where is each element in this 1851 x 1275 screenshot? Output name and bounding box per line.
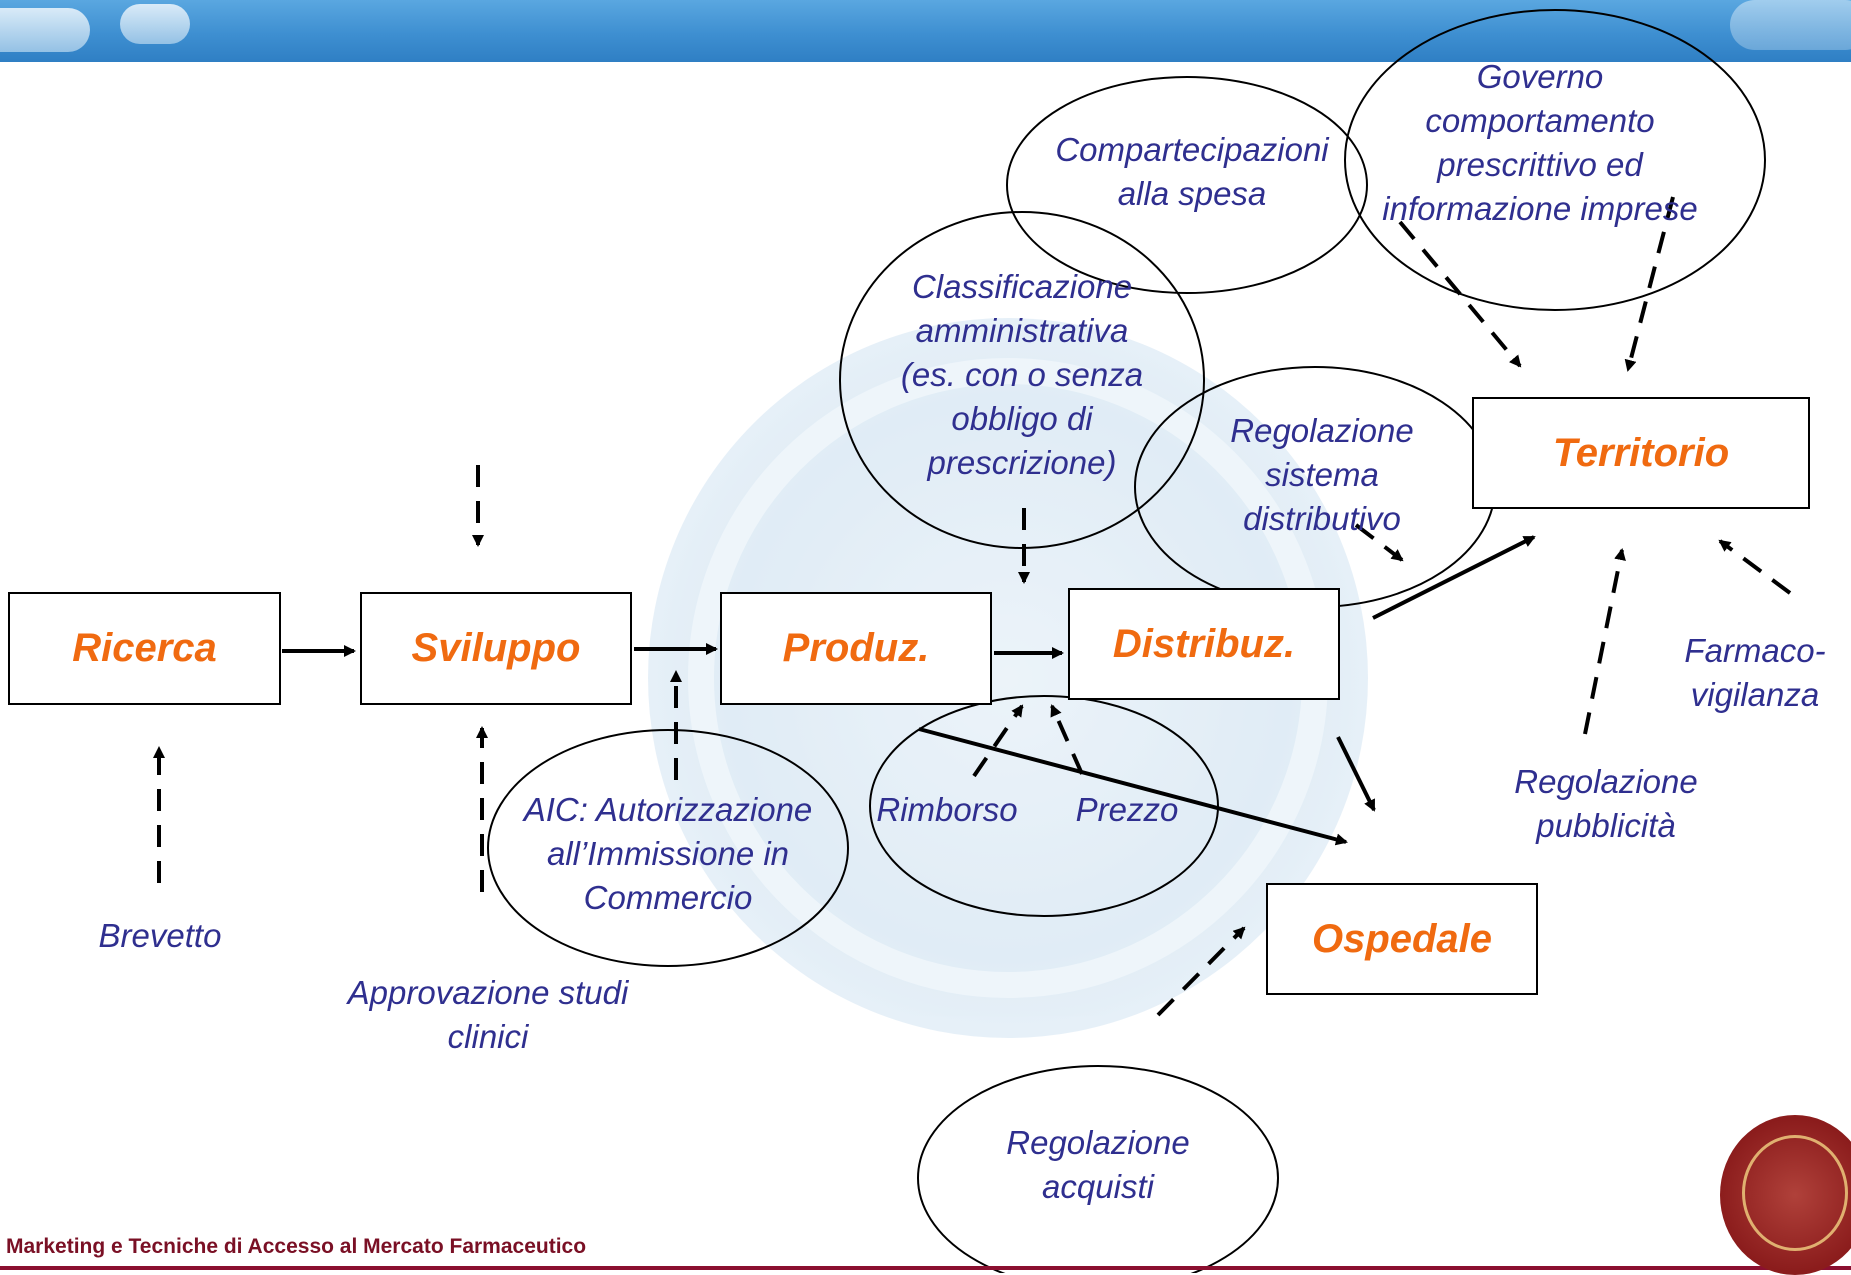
- label-governo-line1: Governo: [1476, 58, 1604, 95]
- label-regolazione-distributivo-line1: Regolazione: [1230, 412, 1414, 449]
- box-ricerca: Ricerca: [8, 592, 281, 705]
- dashed-distributivo: [1354, 523, 1404, 562]
- label-regolazione-distributivo: Regolazione sistema distributivo: [1182, 409, 1462, 541]
- label-governo: Governo comportamento prescrittivo ed in…: [1360, 55, 1720, 231]
- university-seal-logo: [1720, 1115, 1851, 1275]
- label-regolazione-acquisti-line2: acquisti: [1042, 1168, 1154, 1205]
- label-governo-line4: informazione imprese: [1382, 190, 1698, 227]
- label-approvazione-line1: Approvazione studi: [347, 974, 629, 1011]
- label-compartecipazioni: Compartecipazioni alla spesa: [1032, 128, 1352, 216]
- label-prezzo: Prezzo: [1075, 791, 1179, 828]
- label-aic-line3: Commercio: [583, 879, 753, 916]
- box-territorio: Territorio: [1472, 397, 1810, 509]
- box-distribuzione-label: Distribuz.: [1112, 621, 1296, 666]
- label-farmacovigilanza-line1: Farmaco-: [1684, 632, 1826, 669]
- label-approvazione: Approvazione studi clinici: [318, 971, 658, 1059]
- dashed-prezzo: [1050, 704, 1084, 775]
- box-produzione: Produz.: [720, 592, 992, 705]
- label-regolazione-distributivo-line3: distributivo: [1243, 500, 1401, 537]
- box-ricerca-label: Ricerca: [72, 626, 217, 670]
- box-sviluppo: Sviluppo: [360, 592, 632, 705]
- box-produzione-label: Produz.: [782, 626, 930, 670]
- dashed-rimborso: [972, 704, 1024, 778]
- box-ospedale-label: Ospedale: [1311, 916, 1493, 961]
- pill-decoration: [0, 8, 90, 52]
- arrow-produzione-ospedale: [918, 727, 1348, 846]
- label-classificazione: Classificazione amministrativa (es. con …: [852, 265, 1192, 485]
- ellipse-compartecipazioni: [1006, 76, 1368, 294]
- label-brevetto: Brevetto: [98, 917, 222, 954]
- pill-decoration-2: [120, 4, 190, 44]
- dashed-governo-left: [1398, 220, 1522, 368]
- label-classificazione-line5: prescrizione): [927, 444, 1117, 481]
- label-classificazione-line4: obbligo di: [951, 400, 1093, 437]
- label-aic-line1: AIC: Autorizzazione: [523, 791, 813, 828]
- label-regolazione-pubblicita-line1: Regolazione: [1514, 763, 1698, 800]
- footer-rule: [0, 1266, 1851, 1270]
- label-regolazione-pubblicita: Regolazione pubblicità: [1476, 760, 1736, 848]
- dashed-farmacovigilanza: [1718, 539, 1792, 595]
- ellipse-regolazione-acquisti: [917, 1065, 1279, 1273]
- label-regolazione-distributivo-line2: sistema: [1265, 456, 1379, 493]
- label-classificazione-line2: amministrativa: [915, 312, 1129, 349]
- label-approvazione-line2: clinici: [447, 1018, 529, 1055]
- label-governo-line2: comportamento: [1425, 102, 1655, 139]
- ellipse-governo: [1344, 9, 1766, 311]
- dashed-pubblicita: [1583, 548, 1626, 735]
- label-farmacovigilanza: Farmaco- vigilanza: [1660, 629, 1850, 717]
- label-regolazione-acquisti: Regolazione acquisti: [968, 1121, 1228, 1209]
- label-governo-line3: prescrittivo ed: [1437, 146, 1643, 183]
- footer-title: Marketing e Tecniche di Accesso al Merca…: [6, 1235, 587, 1258]
- arrow-distribuzione-ospedale: [1336, 736, 1376, 812]
- label-compartecipazioni-line2: alla spesa: [1117, 175, 1267, 212]
- label-classificazione-line1: Classificazione: [911, 268, 1133, 305]
- label-classificazione-line3: (es. con o senza: [900, 356, 1144, 393]
- dashed-governo-right: [1624, 196, 1675, 372]
- ellipse-rimborso-prezzo: [869, 695, 1219, 917]
- ellipse-aic: [487, 729, 849, 967]
- pill-decoration-3: [1730, 0, 1851, 50]
- label-aic-line2: all’Immissione in: [546, 835, 790, 872]
- label-compartecipazioni-line1: Compartecipazioni: [1055, 131, 1329, 168]
- box-ospedale: Ospedale: [1266, 883, 1538, 995]
- box-distribuzione: Distribuz.: [1068, 588, 1340, 700]
- label-farmacovigilanza-line2: vigilanza: [1690, 676, 1820, 713]
- arrow-distribuzione-territorio: [1372, 535, 1536, 620]
- box-sviluppo-label: Sviluppo: [411, 626, 581, 670]
- label-regolazione-pubblicita-line2: pubblicità: [1536, 807, 1676, 844]
- label-regolazione-acquisti-line1: Regolazione: [1006, 1124, 1190, 1161]
- box-territorio-label: Territorio: [1552, 430, 1730, 475]
- label-aic: AIC: Autorizzazione all’Immissione in Co…: [498, 788, 838, 920]
- label-rimborso: Rimborso: [876, 791, 1018, 828]
- dashed-acquisti: [1156, 926, 1246, 1017]
